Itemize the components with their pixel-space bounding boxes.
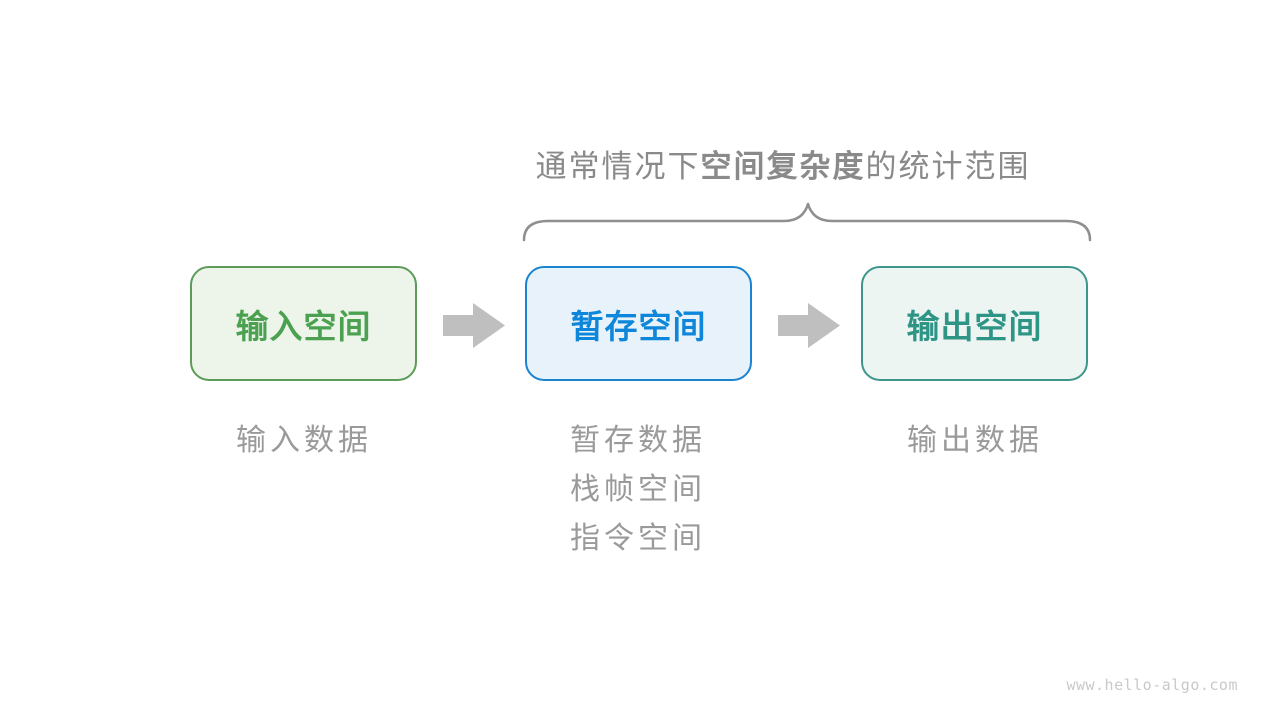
title-text-suffix: 的统计范围 <box>865 149 1031 184</box>
curly-brace-icon <box>522 202 1092 242</box>
site-watermark: www.hello-algo.com <box>1066 676 1238 694</box>
notes-output-column: 输出数据 <box>855 420 1095 469</box>
note-stack-frame-space: 栈帧空间 <box>570 473 706 506</box>
box-temp-space: 暂存空间 <box>525 266 752 381</box>
arrow-right-icon <box>443 303 505 348</box>
box-input-space-label: 输入空间 <box>235 307 372 345</box>
arrow-right-icon <box>778 303 840 348</box>
title-text-prefix: 通常情况下 <box>535 149 701 184</box>
box-output-space: 输出空间 <box>861 266 1088 381</box>
note-temp-data: 暂存数据 <box>570 424 706 457</box>
diagram-title: 通常情况下空间复杂度的统计范围 <box>483 141 1083 186</box>
note-input-data: 输入数据 <box>236 424 372 457</box>
box-input-space: 输入空间 <box>190 266 417 381</box>
notes-input-column: 输入数据 <box>184 420 424 469</box>
box-temp-space-label: 暂存空间 <box>570 307 707 345</box>
note-output-data: 输出数据 <box>907 424 1043 457</box>
box-output-space-label: 输出空间 <box>906 307 1043 345</box>
note-instruction-space: 指令空间 <box>570 522 706 555</box>
notes-temp-column: 暂存数据 栈帧空间 指令空间 <box>518 420 758 567</box>
title-text-bold: 空间复杂度 <box>700 149 866 184</box>
